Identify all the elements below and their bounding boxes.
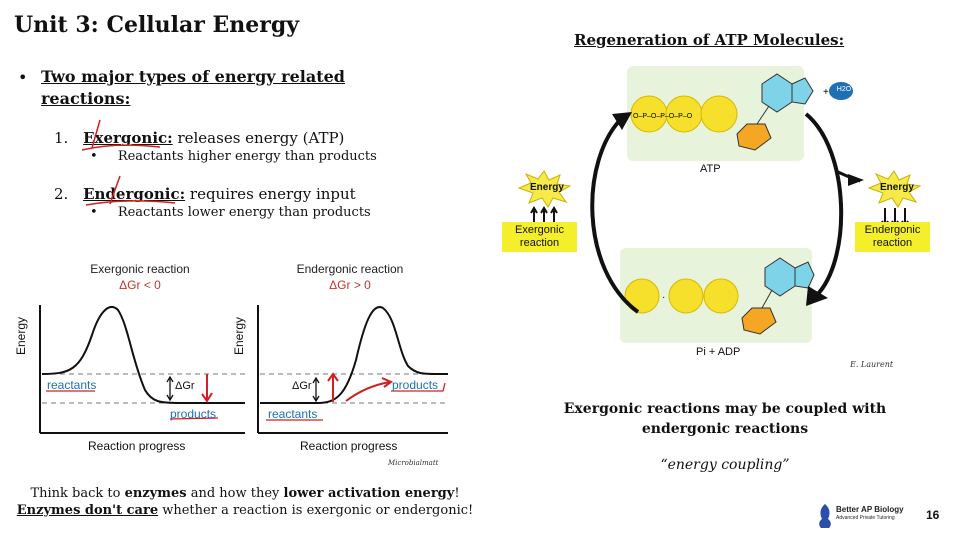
note-bold: lower activation energy <box>283 486 455 501</box>
exergonic-reaction-box: Exergonic reaction <box>502 222 577 252</box>
energy-curve <box>41 306 245 404</box>
note-text: ! <box>454 486 460 501</box>
reactants-label: reactants <box>268 407 318 421</box>
x-axis-label: Reaction progress <box>88 439 186 453</box>
ribose-pentagon <box>741 307 777 335</box>
reactants-label: reactants <box>47 378 97 392</box>
brand-text: Better AP Biology Advanced Private Tutor… <box>836 505 904 523</box>
exergonic-energy-diagram <box>39 305 245 434</box>
bullet-dot: • <box>18 68 28 87</box>
coupled-statement: Exergonic reactions may be coupled with … <box>563 401 887 437</box>
endergonic-energy-diagram <box>257 305 448 434</box>
side-arrowhead <box>848 174 864 186</box>
delta-arrow-heads <box>166 375 174 402</box>
adenine-ring <box>794 261 815 289</box>
products-label: products <box>392 378 439 392</box>
adp-label: Pi + ADP <box>696 346 741 358</box>
h2o-label: H2O <box>836 86 852 93</box>
enzyme-note-line2: Enzymes don't care whether a reaction is… <box>0 503 490 518</box>
term-endergonic: Endergonic: <box>83 185 186 203</box>
red-underline <box>391 382 446 392</box>
red-annotation-marks <box>81 119 176 206</box>
atp-molecule: O–P–O–P–O–P–O + <box>630 73 853 151</box>
x-axis-label: Reaction progress <box>300 439 398 453</box>
water-ellipse <box>829 82 853 100</box>
sub-text: Reactants lower energy than products <box>117 205 371 220</box>
energy-curve <box>260 306 448 404</box>
delta-g-endergonic: ΔGr > 0 <box>329 278 371 292</box>
note-bold: Enzymes don't care <box>16 503 159 518</box>
energy-burst-right <box>867 170 922 208</box>
energy-coupling-text: “energy coupling” <box>660 457 790 473</box>
term-exergonic: Exergonic: <box>83 129 173 147</box>
sub-text: Reactants higher energy than products <box>117 149 377 164</box>
delta-g-exergonic: ΔGr < 0 <box>119 278 161 292</box>
left-cycle-arrow <box>590 116 640 314</box>
phosphate-circle <box>700 95 738 133</box>
red-arrow <box>345 377 394 402</box>
note-text: and how they <box>186 486 284 501</box>
sub-bullet: • Reactants higher energy than products <box>90 149 377 164</box>
phosphate-circle <box>624 278 660 314</box>
svg-text:·: · <box>662 292 665 303</box>
sub-dot: • <box>90 149 98 164</box>
red-underline <box>169 417 219 420</box>
adp-molecule: · <box>624 257 815 335</box>
item-exergonic: 1. Exergonic: releases energy (ATP) <box>54 129 344 147</box>
graph-credit: Microbialmatt <box>388 459 439 467</box>
y-axis-label: Energy <box>232 316 246 355</box>
products-label: products <box>170 407 217 421</box>
page-number: 16 <box>926 508 940 522</box>
phosphate-circle <box>703 278 739 314</box>
brand-logo-icon <box>819 504 831 528</box>
down-arrows <box>881 208 909 226</box>
svg-text:O–P–O–P–O–P–O: O–P–O–P–O–P–O <box>633 113 693 120</box>
brand-tagline: Advanced Private Tutoring <box>836 515 895 521</box>
y-axis-label: Energy <box>14 316 28 355</box>
brand-name: Better AP Biology <box>836 505 904 514</box>
dg-label: ΔGr <box>292 380 312 392</box>
graph-title-endergonic: Endergonic reaction <box>296 262 404 276</box>
up-arrows <box>530 206 558 226</box>
item-endergonic: 2. Endergonic: requires energy input <box>54 185 356 203</box>
ribose-pentagon <box>736 123 772 151</box>
sub-dot: • <box>90 205 98 220</box>
energy-burst-left <box>517 170 572 208</box>
svg-text:+: + <box>823 87 829 98</box>
cycle-arrows <box>590 112 860 314</box>
item-desc: releases energy (ATP) <box>172 129 345 147</box>
item-desc: requires energy input <box>185 185 356 203</box>
slide-title: Unit 3: Cellular Energy <box>14 12 300 38</box>
note-bold: enzymes <box>124 486 187 501</box>
red-arrow <box>201 374 213 403</box>
atp-label: ATP <box>700 163 721 175</box>
phosphate-circle <box>668 278 704 314</box>
delta-arrow-heads <box>312 376 320 403</box>
right-cycle-arrow <box>804 112 844 298</box>
item-number: 1. <box>54 129 69 147</box>
note-text: whether a reaction is exergonic or ender… <box>158 503 474 518</box>
adenine-ring <box>791 77 814 105</box>
energy-label-right: Energy <box>880 182 914 193</box>
sub-bullet: • Reactants lower energy than products <box>90 205 371 220</box>
red-arrow <box>327 372 339 402</box>
note-text: Think back to <box>30 486 125 501</box>
energy-label-left: Energy <box>530 182 564 193</box>
enzyme-note-line1: Think back to enzymes and how they lower… <box>0 486 490 501</box>
dg-label: ΔGr <box>175 380 195 392</box>
graph-title-exergonic: Exergonic reaction <box>90 262 190 276</box>
major-bullet-text: Two major types of energy related reacti… <box>41 67 345 108</box>
item-number: 2. <box>54 185 69 203</box>
regeneration-title: Regeneration of ATP Molecules: <box>574 31 845 49</box>
diagram-credit: E. Laurent <box>850 360 894 369</box>
endergonic-reaction-box: Endergonic reaction <box>855 222 930 252</box>
